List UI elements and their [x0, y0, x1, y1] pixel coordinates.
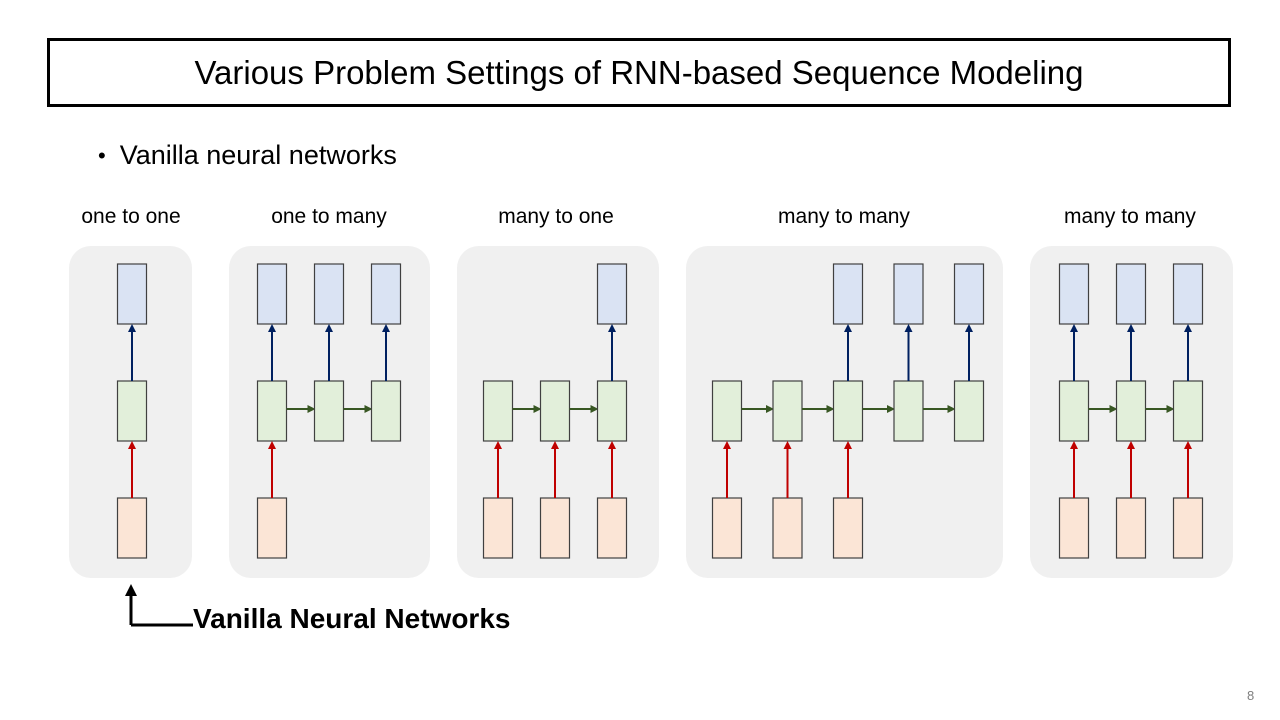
panel-label-many-to-one: many to one — [498, 205, 614, 228]
output-box — [370, 263, 402, 325]
panel-label-one-to-many: one to many — [271, 205, 387, 228]
hidden-state-box — [1058, 380, 1090, 442]
panel-label-one-to-one: one to one — [81, 205, 181, 228]
panel-label-many-to-many-synced: many to many — [1064, 205, 1196, 228]
bullet-item: • Vanilla neural networks — [98, 140, 397, 171]
hidden-state-box — [711, 380, 743, 442]
hidden-state-box — [953, 380, 985, 442]
hidden-state-box — [116, 380, 148, 442]
input-box — [1172, 497, 1204, 559]
bullet-dot-icon: • — [98, 142, 106, 168]
hidden-state-box — [893, 380, 924, 442]
output-box — [1172, 263, 1204, 325]
output-box — [256, 263, 288, 325]
hidden-state-box — [1172, 380, 1204, 442]
output-box — [832, 263, 864, 325]
input-box — [596, 497, 628, 559]
output-box — [1058, 263, 1090, 325]
slide-title-box: Various Problem Settings of RNN-based Se… — [47, 38, 1231, 107]
bullet-text: Vanilla neural networks — [119, 140, 397, 170]
panel-label-many-to-many-delayed: many to many — [778, 205, 910, 228]
output-box — [313, 263, 345, 325]
hidden-state-box — [832, 380, 864, 442]
input-box — [256, 497, 288, 559]
slide-title: Various Problem Settings of RNN-based Se… — [194, 53, 1084, 91]
input-box — [539, 497, 571, 559]
input-box — [1115, 497, 1147, 559]
output-box — [116, 263, 148, 325]
hidden-state-box — [1115, 380, 1147, 442]
hidden-state-box — [596, 380, 628, 442]
input-box — [832, 497, 864, 559]
hidden-state-box — [539, 380, 571, 442]
output-box — [1115, 263, 1147, 325]
input-box — [711, 497, 743, 559]
input-box — [116, 497, 148, 559]
hidden-state-box — [772, 380, 803, 442]
output-box — [893, 263, 924, 325]
output-box — [596, 263, 628, 325]
hidden-state-box — [482, 380, 514, 442]
hidden-state-box — [256, 380, 288, 442]
input-box — [772, 497, 803, 559]
hidden-state-box — [313, 380, 345, 442]
hidden-state-box — [370, 380, 402, 442]
output-box — [953, 263, 985, 325]
annotation-label: Vanilla Neural Networks — [193, 603, 511, 634]
input-box — [482, 497, 514, 559]
input-box — [1058, 497, 1090, 559]
page-number: 8 — [1247, 688, 1255, 703]
